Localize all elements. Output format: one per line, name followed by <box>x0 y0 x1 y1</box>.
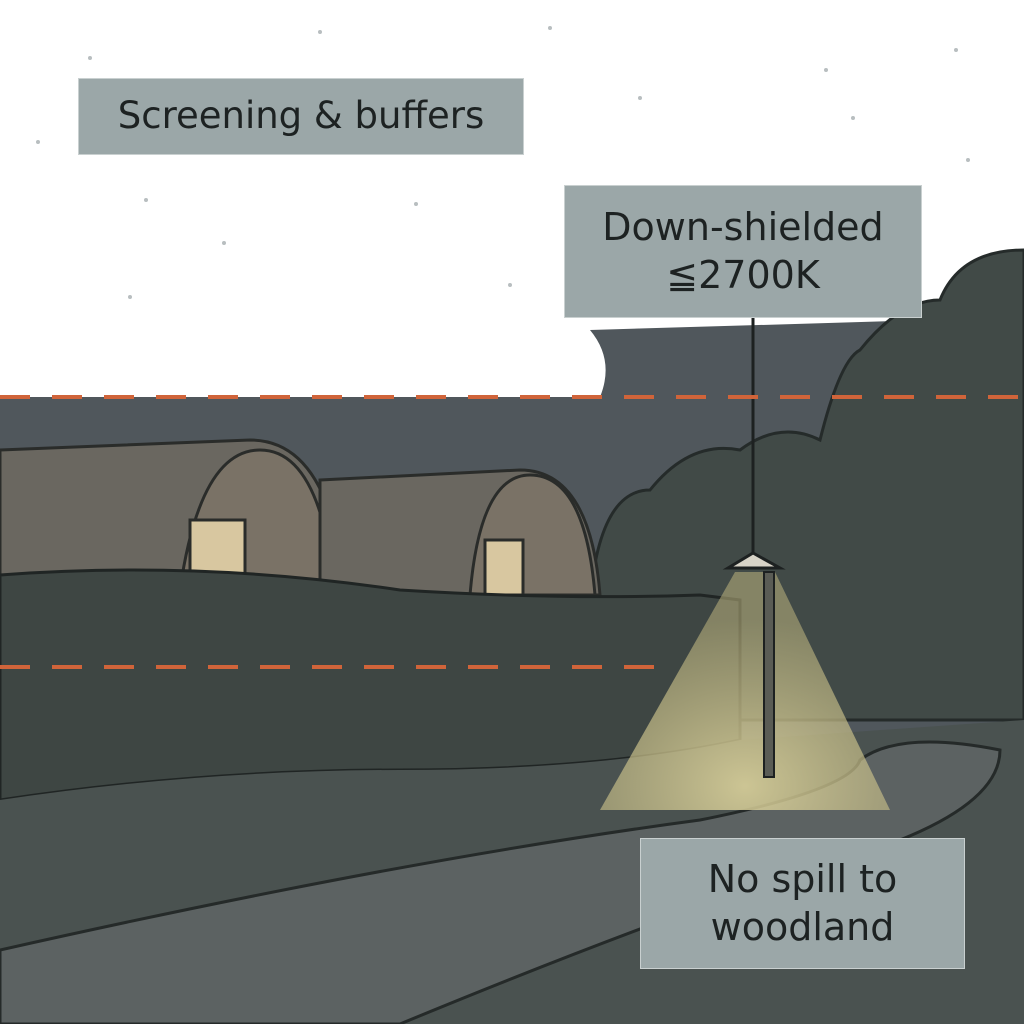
spill-label-line2: woodland <box>710 904 895 949</box>
lamp-post <box>763 571 775 778</box>
lighting-label-line1: Down-shielded <box>602 205 884 249</box>
spill-label-line1: No spill to <box>707 857 898 901</box>
lamp-head <box>722 551 786 570</box>
glamping-pods <box>0 438 602 597</box>
spill-label: No spill to woodland <box>640 838 965 969</box>
lighting-label: Down-shielded ≦2700K <box>564 185 922 318</box>
screening-label-text: Screening & buffers <box>117 94 485 138</box>
light-cone <box>600 572 890 810</box>
stars <box>36 26 970 299</box>
screening-label: Screening & buffers <box>78 78 524 155</box>
lighting-label-line2: ≦2700K <box>666 252 820 297</box>
